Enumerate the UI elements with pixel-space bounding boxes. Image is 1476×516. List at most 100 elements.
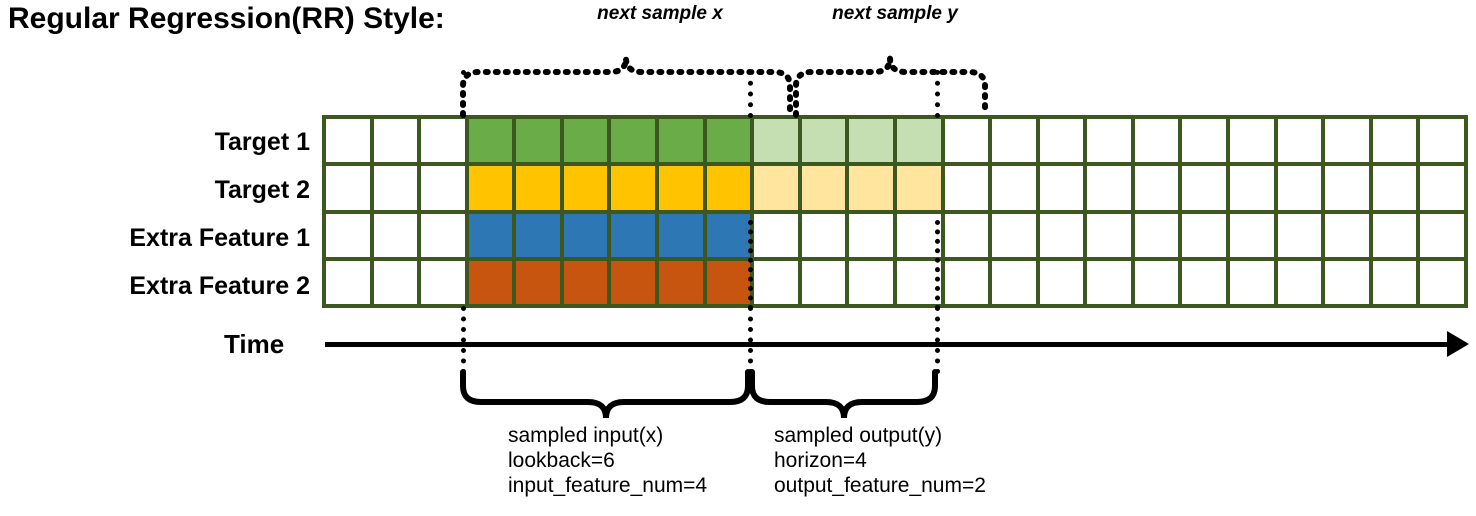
page-title: Regular Regression(RR) Style: xyxy=(8,2,445,35)
grid-cell-blank xyxy=(1420,119,1464,163)
grid-cell-blank xyxy=(1134,260,1179,304)
grid-cell-blank xyxy=(1229,166,1274,210)
grid-cell-output xyxy=(849,166,893,210)
grid-cell-blank xyxy=(1277,260,1322,304)
grid-cell-input xyxy=(611,260,656,304)
grid-cell-input xyxy=(563,119,608,163)
grid-cell-input xyxy=(563,213,608,257)
grid-cell-input xyxy=(516,119,560,163)
grid-cell-blank xyxy=(1420,260,1464,304)
grid-cell-blank xyxy=(1182,213,1226,257)
top-brace-next-sample-x xyxy=(460,57,793,118)
grid-cell-blank xyxy=(1182,260,1226,304)
row-label-extra-feature-2: Extra Feature 2 xyxy=(129,272,310,300)
grid-cell-blank xyxy=(1039,166,1084,210)
time-axis-line xyxy=(325,342,1453,347)
caption-input-line-3: input_feature_num=4 xyxy=(508,474,708,497)
grid-cell-input xyxy=(516,213,560,257)
divider-input-start xyxy=(461,70,466,118)
grid-cell-blank xyxy=(944,213,989,257)
grid-cell-input xyxy=(659,119,703,163)
grid-row-target-2 xyxy=(326,166,1464,210)
grid-cell-blank xyxy=(1420,166,1464,210)
grid-cell-blank xyxy=(421,119,465,163)
grid-cell-blank xyxy=(1325,213,1369,257)
grid-cell-blank xyxy=(1087,213,1131,257)
grid-cell-input xyxy=(659,260,703,304)
grid-cell-blank xyxy=(1325,119,1369,163)
next-sample-x-label: next sample x xyxy=(597,3,723,24)
grid-cell-input xyxy=(563,166,608,210)
grid-cell-blank xyxy=(326,119,370,163)
grid-cell-blank xyxy=(801,260,846,304)
grid-cell-blank xyxy=(896,260,941,304)
grid-cell-blank xyxy=(944,166,989,210)
grid-cell-input xyxy=(706,213,751,257)
bottom-brace-sampled-output xyxy=(749,369,938,419)
grid-cell-blank xyxy=(992,119,1036,163)
grid-cell-output xyxy=(754,166,798,210)
caption-sampled-input: sampled input(x) lookback=6 input_featur… xyxy=(508,423,707,498)
arrow-right-icon xyxy=(1447,331,1469,357)
grid-cell-blank xyxy=(1182,166,1226,210)
grid-cell-blank xyxy=(944,260,989,304)
grid-cell-blank xyxy=(1039,260,1084,304)
grid-cell-blank xyxy=(373,213,418,257)
grid-cell-blank xyxy=(1325,166,1369,210)
row-label-target-1: Target 1 xyxy=(214,128,310,156)
grid-cell-blank xyxy=(421,260,465,304)
grid-cell-input xyxy=(706,260,751,304)
grid-cell-input xyxy=(516,260,560,304)
grid-cell-blank xyxy=(992,260,1036,304)
grid-cell-input xyxy=(468,166,513,210)
grid-cell-blank xyxy=(801,213,846,257)
grid-cell-input xyxy=(468,260,513,304)
grid-cell-blank xyxy=(1039,213,1084,257)
grid-cell-input xyxy=(468,119,513,163)
grid-cell-blank xyxy=(373,166,418,210)
grid-cell-blank xyxy=(1134,213,1179,257)
grid-cell-output xyxy=(849,119,893,163)
time-axis-label: Time xyxy=(224,329,285,359)
grid-cell-output xyxy=(801,166,846,210)
grid-cell-blank xyxy=(1039,119,1084,163)
timeline-grid xyxy=(322,115,1468,308)
divider-output-end-lower xyxy=(935,306,940,374)
grid-cell-blank xyxy=(1229,213,1274,257)
grid-cell-input xyxy=(611,213,656,257)
grid-cell-blank xyxy=(1372,260,1417,304)
grid-cell-blank xyxy=(1087,260,1131,304)
divider-input-output xyxy=(748,70,753,118)
grid-cell-input xyxy=(611,166,656,210)
next-sample-y-label: next sample y xyxy=(832,3,958,24)
grid-cell-blank xyxy=(1372,213,1417,257)
grid-cell-blank xyxy=(373,260,418,304)
grid-cell-input xyxy=(563,260,608,304)
divider-input-output-mid xyxy=(748,220,753,310)
row-label-extra-feature-1: Extra Feature 1 xyxy=(129,224,310,252)
grid-cell-blank xyxy=(1420,213,1464,257)
bottom-brace-sampled-input xyxy=(460,369,751,419)
divider-input-start-lower xyxy=(461,306,466,374)
grid-cell-blank xyxy=(373,119,418,163)
grid-cell-output xyxy=(801,119,846,163)
caption-output-line-3: output_feature_num=2 xyxy=(774,474,986,497)
caption-input-line-1: sampled input(x) xyxy=(508,424,664,447)
grid-cell-input xyxy=(516,166,560,210)
grid-cell-input xyxy=(706,119,751,163)
caption-sampled-output: sampled output(y) horizon=4 output_featu… xyxy=(774,423,986,498)
caption-output-line-2: horizon=4 xyxy=(774,449,867,472)
grid-cell-output xyxy=(754,119,798,163)
grid-cell-blank xyxy=(1229,119,1274,163)
grid-cell-blank xyxy=(1229,260,1274,304)
grid-cell-blank xyxy=(1372,166,1417,210)
grid-cell-blank xyxy=(326,166,370,210)
grid-cell-blank xyxy=(1325,260,1369,304)
grid-cell-blank xyxy=(944,119,989,163)
grid-cell-blank xyxy=(1277,166,1322,210)
grid-cell-blank xyxy=(1087,166,1131,210)
grid-cell-blank xyxy=(896,213,941,257)
grid-cell-blank xyxy=(1134,119,1179,163)
caption-input-line-2: lookback=6 xyxy=(508,449,615,472)
grid-cell-blank xyxy=(1372,119,1417,163)
